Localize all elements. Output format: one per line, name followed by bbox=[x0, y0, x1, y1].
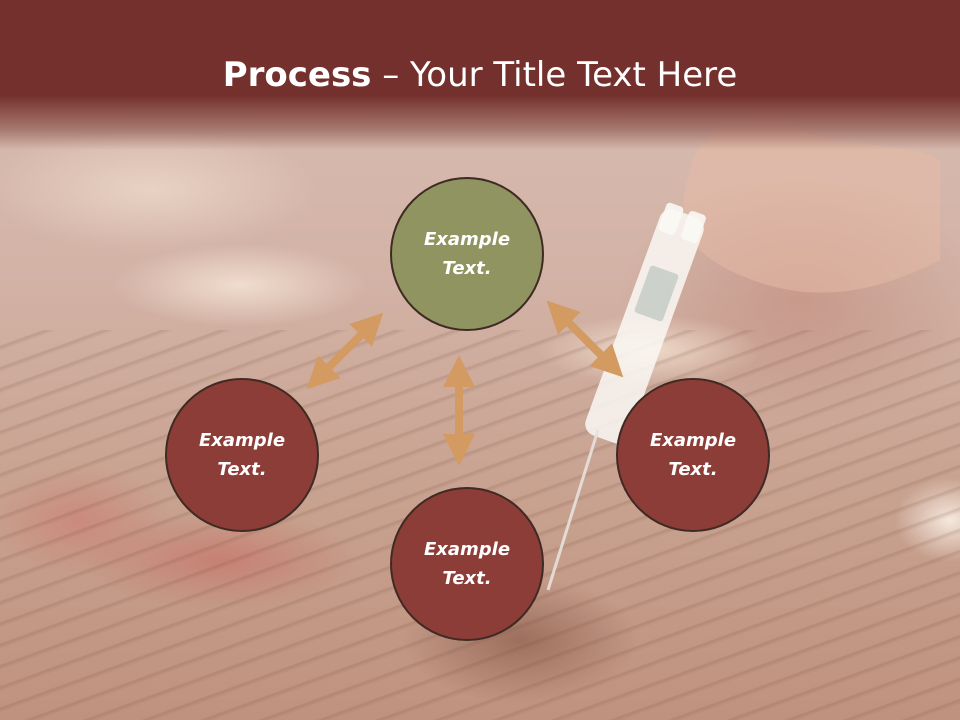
node-left-line1: Example bbox=[198, 430, 286, 451]
node-left-line2: Text. bbox=[217, 459, 267, 480]
node-top: Example Text. bbox=[390, 177, 544, 331]
arrow-top-right bbox=[546, 300, 624, 378]
title-bar: Process – Your Title Text Here bbox=[0, 0, 960, 150]
slide-title: Process – Your Title Text Here bbox=[0, 52, 960, 98]
arrow-top-left bbox=[306, 312, 384, 390]
title-rest: – Your Title Text Here bbox=[371, 55, 738, 95]
node-bottom: Example Text. bbox=[390, 487, 544, 641]
node-top-line2: Text. bbox=[442, 258, 492, 279]
node-left: Example Text. bbox=[165, 378, 319, 532]
node-bottom-line2: Text. bbox=[442, 568, 492, 589]
node-top-line1: Example bbox=[423, 229, 511, 250]
title-bold: Process bbox=[222, 55, 372, 95]
node-right-line1: Example bbox=[649, 430, 737, 451]
node-right: Example Text. bbox=[616, 378, 770, 532]
node-right-line2: Text. bbox=[668, 459, 718, 480]
node-bottom-line1: Example bbox=[423, 539, 511, 560]
